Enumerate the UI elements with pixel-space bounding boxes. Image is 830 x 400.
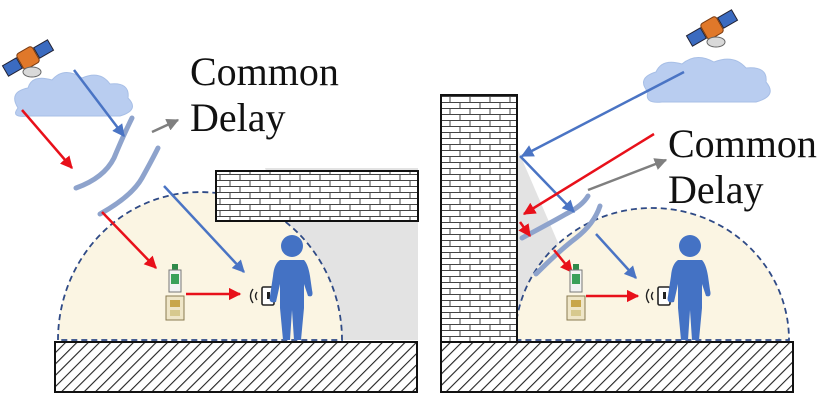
- right-gnss-receiver-icon: [566, 263, 586, 321]
- right-atmosphere-band-2: [533, 203, 603, 277]
- left-common-delay-label-line2: Delay: [190, 95, 286, 140]
- right-common-delay-label-line1: Common: [668, 121, 817, 166]
- left-common-delay-label-line1: Common: [190, 49, 339, 94]
- right-reflected-ray-middle: [519, 155, 575, 213]
- right-panel: [440, 9, 794, 393]
- right-brick-wall: [440, 94, 518, 343]
- right-cloud-icon: [643, 57, 771, 103]
- right-common-delay-arrow: [587, 158, 668, 192]
- right-direct-ray-middle: [518, 221, 532, 238]
- right-common-delay-label-line2: Delay: [668, 167, 764, 212]
- right-satellite-icon: [685, 9, 739, 48]
- left-atmosphere-band-1: [73, 115, 135, 191]
- right-direct-ray-lower: [553, 249, 573, 273]
- left-overhang-wall: [215, 170, 419, 222]
- left-direct-ray-lower: [101, 211, 157, 269]
- left-ground: [54, 341, 418, 393]
- left-reflected-ray-upper: [73, 69, 125, 137]
- left-reflected-ray-lower: [163, 185, 245, 273]
- right-reflected-ray-lower: [595, 233, 637, 279]
- right-coverage-dome: [514, 207, 790, 341]
- left-direct-ray-upper: [21, 109, 73, 169]
- left-gnss-receiver-icon: [165, 263, 185, 321]
- left-panel: [1, 39, 419, 393]
- right-reflected-ray-upper: [520, 70, 685, 158]
- left-common-delay-arrow: [151, 118, 180, 134]
- left-cloud-icon: [14, 72, 133, 117]
- left-atmosphere-band-2: [97, 145, 161, 217]
- right-ground: [440, 341, 794, 393]
- right-atmosphere-band-1: [519, 193, 591, 241]
- right-direct-ray-upper: [522, 132, 655, 216]
- left-satellite-icon: [1, 39, 55, 78]
